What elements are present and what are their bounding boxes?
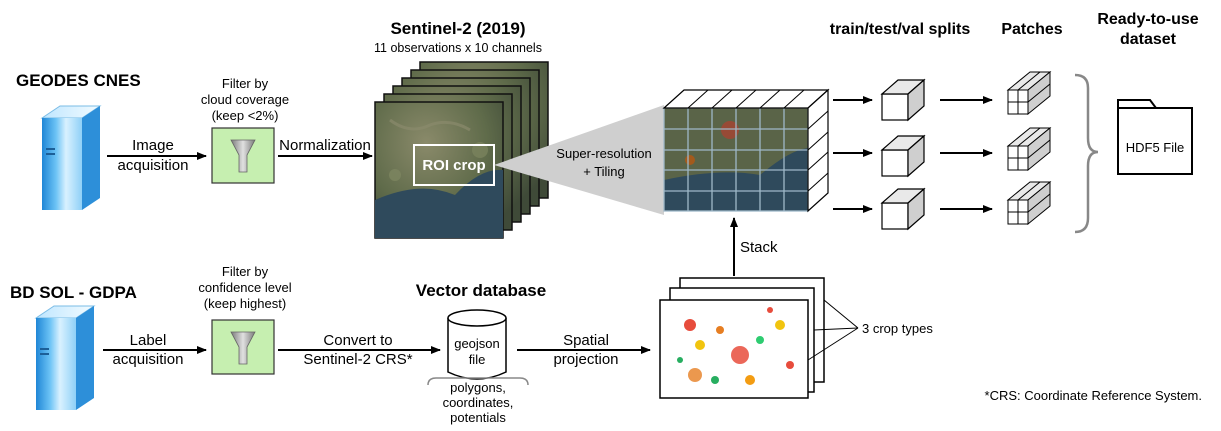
spatial-label-1: Spatial (563, 332, 609, 349)
notes-brace (427, 377, 529, 386)
spatial-label-2: projection (553, 351, 618, 368)
patches-title: Patches (1001, 21, 1062, 38)
split-boxes (880, 78, 926, 231)
test-split-cube (880, 134, 926, 178)
sentinel-image-stack: ROI crop (374, 61, 549, 239)
cloud-filter-box (211, 127, 275, 184)
split-arrows (833, 96, 993, 213)
crop-types-label: 3 crop types (862, 321, 933, 336)
sentinel-subtitle: 11 observations x 10 channels (374, 41, 542, 55)
roi-crop-label: ROI crop (422, 157, 485, 174)
patch-cluster-train (1006, 70, 1052, 116)
geojson-label-2: file (469, 352, 486, 367)
projection-cone (494, 105, 664, 215)
normalization-label: Normalization (279, 137, 371, 154)
cloud-filter-label-1: Filter by (222, 76, 269, 91)
super-resolution-label-1: Super-resolution (556, 146, 651, 161)
confidence-filter-label-2: confidence level (198, 280, 291, 295)
image-acquisition-label-1: Image (132, 137, 174, 154)
confidence-filter-label-3: (keep highest) (204, 296, 286, 311)
tiled-cube (662, 88, 830, 213)
patch-cluster-val (1006, 180, 1052, 226)
cloud-filter-label-3: (keep <2%) (212, 108, 279, 123)
vector-notes-3: potentials (450, 410, 506, 425)
confidence-filter-label-1: Filter by (222, 264, 269, 279)
dataset-title-1: Ready-to-use (1097, 11, 1198, 28)
server-icon-top (40, 105, 102, 210)
hdf5-file-label: HDF5 File (1126, 140, 1185, 155)
geodes-cnes-title: GEODES CNES (16, 71, 141, 90)
vector-notes-1: polygons, (450, 380, 506, 395)
funnel-icon (230, 139, 256, 173)
dataset-brace (1074, 73, 1099, 234)
val-split-cube (880, 187, 926, 231)
hdf5-file-icon: HDF5 File (1117, 99, 1193, 175)
vector-database-title: Vector database (416, 281, 546, 300)
sentinel-title: Sentinel-2 (2019) (390, 19, 525, 38)
database-cylinder-icon: geojson file (447, 309, 507, 380)
bd-sol-title: BD SOL - GDPA (10, 283, 137, 302)
geojson-label-1: geojson (454, 336, 500, 351)
label-acquisition-label-1: Label (130, 332, 167, 349)
image-acquisition-label-2: acquisition (118, 157, 189, 174)
cloud-filter-label-2: cloud coverage (201, 92, 289, 107)
label-map-stack (659, 277, 825, 399)
vector-notes-2: coordinates, (443, 395, 514, 410)
patch-clusters (1006, 70, 1052, 226)
crop-label-map (677, 307, 794, 385)
convert-label-1: Convert to (323, 332, 392, 349)
patch-cluster-test (1006, 126, 1052, 172)
confidence-filter-box (211, 319, 275, 375)
super-resolution-label-2: + Tiling (583, 164, 625, 179)
crop-types-pointers (807, 299, 859, 361)
stack-label: Stack (740, 239, 778, 256)
label-acquisition-label-2: acquisition (113, 351, 184, 368)
funnel-icon (230, 331, 256, 365)
convert-label-2: Sentinel-2 CRS* (303, 351, 412, 368)
train-split-cube (880, 78, 926, 122)
crs-footnote: *CRS: Coordinate Reference System. (985, 388, 1202, 403)
server-icon-bottom (34, 305, 96, 410)
splits-title: train/test/val splits (830, 21, 971, 38)
dataset-title-2: dataset (1120, 31, 1177, 48)
